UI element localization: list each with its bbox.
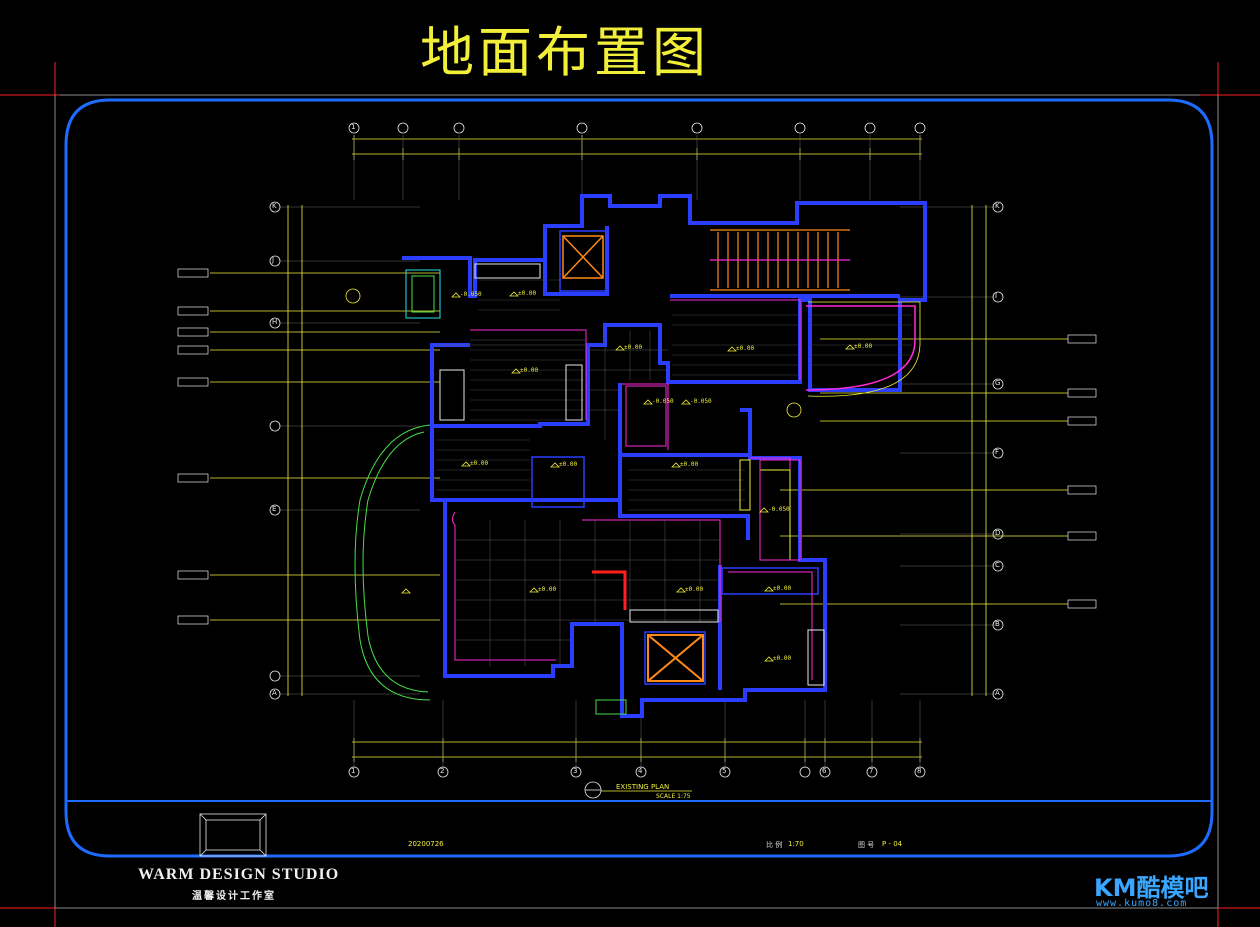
- column-label: 5: [722, 767, 727, 775]
- floor-tiles: [435, 330, 720, 666]
- column-label: 8: [917, 767, 922, 775]
- top-dimensions: [352, 138, 922, 758]
- svg-text:±0.00: ±0.00: [773, 585, 791, 592]
- scale-value: 1:70: [788, 840, 804, 848]
- drawing-frame: [64, 98, 1214, 858]
- column-label: 1: [351, 767, 356, 775]
- svg-text:-0.050: -0.050: [652, 398, 674, 405]
- column-bubbles: [269, 122, 1004, 778]
- row-label: A: [995, 689, 1000, 697]
- watermark-logo: KM酷模吧: [1094, 874, 1209, 902]
- room-outlines: [531, 230, 819, 685]
- column-label: 7: [869, 767, 874, 775]
- date-value: 20200726: [408, 840, 444, 848]
- row-label: B: [995, 620, 1000, 628]
- scale-label: 比 例: [766, 841, 783, 849]
- inner-lines: [452, 299, 813, 680]
- svg-text:±0.00: ±0.00: [680, 461, 698, 468]
- svg-text:±0.00: ±0.00: [538, 586, 556, 593]
- svg-text:±0.00: ±0.00: [624, 344, 642, 351]
- plan-name: EXISTING PLAN: [616, 783, 670, 791]
- row-label: A: [272, 689, 277, 697]
- side-dimensions: [287, 205, 987, 696]
- row-label: J: [272, 256, 275, 264]
- tag-boxes: [177, 268, 1097, 625]
- walls: [402, 194, 927, 718]
- studio-name: WARM DESIGN STUDIO: [138, 866, 340, 883]
- svg-text:±0.00: ±0.00: [736, 345, 754, 352]
- svg-text:±0.00: ±0.00: [559, 461, 577, 468]
- svg-text:±0.00: ±0.00: [518, 290, 536, 297]
- duct-red: [592, 570, 627, 610]
- elevator-bottom: [647, 634, 704, 682]
- elevator-top: [562, 235, 604, 279]
- title-block-frame: [199, 813, 267, 857]
- top-dim-ticks: [353, 135, 921, 762]
- leader-lines: [210, 272, 1068, 621]
- balcony-right: [805, 305, 916, 391]
- level-markers: [345, 288, 855, 662]
- level-labels: ±0.00 ±0.00 ±0.00 ±0.00 ±0.00 ±0.00 ±0.00 ±0.…: [460, 290, 872, 662]
- fixtures: [405, 263, 825, 715]
- svg-text:±0.00: ±0.00: [520, 367, 538, 374]
- column-label: 3: [573, 767, 578, 775]
- staircase: [710, 229, 850, 291]
- grid-lines: [280, 135, 995, 768]
- balcony-left: [354, 424, 431, 701]
- wood-floor: [436, 279, 912, 511]
- column-label: 1: [351, 123, 356, 131]
- svg-text:-0.050: -0.050: [768, 506, 790, 513]
- column-label: 6: [822, 767, 827, 775]
- row-label: C: [995, 561, 1000, 569]
- svg-text:±0.00: ±0.00: [470, 460, 488, 467]
- sheet-edges: [54, 95, 1219, 909]
- row-label: K: [995, 202, 1000, 210]
- crop-marks: [0, 62, 1260, 927]
- column-label: 2: [440, 767, 445, 775]
- svg-text:-0.050: -0.050: [460, 291, 482, 298]
- column-label: 4: [638, 767, 643, 775]
- row-label: K: [272, 202, 277, 210]
- row-label: I: [995, 292, 998, 300]
- svg-text:±0.00: ±0.00: [854, 343, 872, 350]
- row-label: F: [995, 448, 1000, 456]
- sheet-value: P - 04: [882, 840, 903, 848]
- row-label: D: [995, 529, 1001, 537]
- sheet-label: 图 号: [858, 841, 875, 849]
- row-label: E: [272, 505, 277, 513]
- plan-scale: SCALE 1:75: [656, 793, 691, 800]
- watermark-url: www.kumo8.com: [1096, 898, 1188, 909]
- svg-text:-0.050: -0.050: [690, 398, 712, 405]
- drawing-title: 地面布置图: [420, 21, 710, 84]
- svg-text:±0.00: ±0.00: [773, 655, 791, 662]
- row-label: G: [995, 379, 1001, 387]
- studio-name-cn: 温馨设计工作室: [192, 891, 276, 902]
- plan-marker: [584, 781, 692, 799]
- row-label: H: [272, 318, 278, 326]
- svg-text:±0.00: ±0.00: [685, 586, 703, 593]
